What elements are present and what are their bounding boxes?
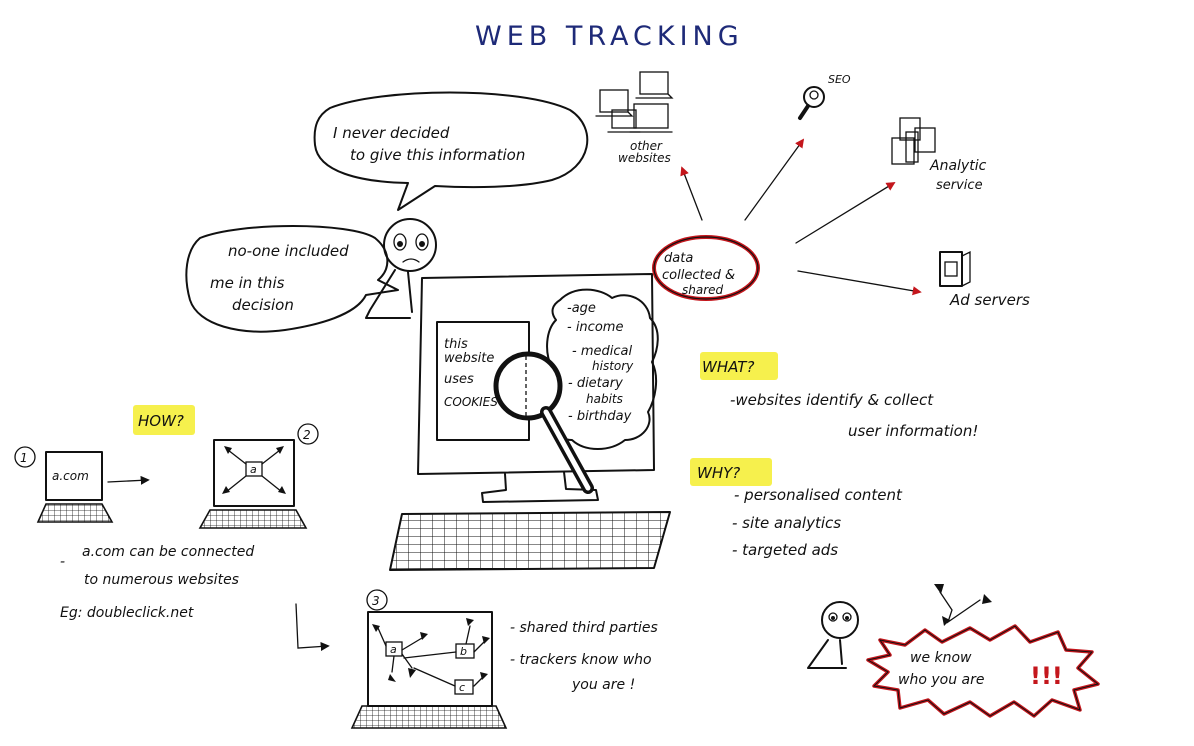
personal-data-income: - income xyxy=(567,320,623,335)
how-note-line-1: a.com can be connected xyxy=(82,544,254,560)
analytic-line-1: Analytic xyxy=(929,158,987,174)
speech-top-line-1: I never decided xyxy=(333,124,450,142)
how-note-line-3: Eg: doubleclick.net xyxy=(60,605,194,621)
personal-data-history: history xyxy=(592,359,634,373)
alarm-exclaim: !!! xyxy=(1030,662,1063,690)
speech-bubble-top: I never decided to give this information xyxy=(313,91,589,211)
why-item-2: - site analytics xyxy=(732,514,841,532)
shared-note-3: you are ! xyxy=(571,677,635,693)
keyboard xyxy=(389,511,671,571)
alarm-burst: we know who you are !!! xyxy=(866,624,1100,718)
how-label: HOW? xyxy=(138,412,184,430)
node-a: a xyxy=(390,643,397,656)
how-note-dash-1: - xyxy=(60,554,65,570)
arrow-to-websites xyxy=(680,166,703,221)
data-hub-line-1: data xyxy=(664,251,693,266)
step-1-site: a.com xyxy=(52,469,89,483)
why-label: WHY? xyxy=(697,464,740,482)
node-b: b xyxy=(460,645,467,658)
page-title: WEB TRACKING xyxy=(475,21,744,52)
step-2-number: 2 xyxy=(303,428,311,442)
other-websites-line-2: websites xyxy=(618,151,671,165)
analytic-service-boxes-icon: Analytic service xyxy=(891,117,987,193)
personal-data-cloud xyxy=(545,288,659,450)
what-line-2: user information! xyxy=(848,422,978,440)
arrow-to-ad-servers xyxy=(797,270,922,296)
computer-monitor: this website uses COOKIES -age - income … xyxy=(417,273,659,503)
cookie-panel-line-4: COOKIES xyxy=(444,395,498,409)
how-note-line-2: to numerous websites xyxy=(84,572,239,588)
step-2-node: a xyxy=(250,463,257,476)
speech-left-line-1: no-one included xyxy=(228,242,349,260)
personal-data-age: -age xyxy=(567,301,596,316)
what-section: WHAT? -websites identify & collect user … xyxy=(700,352,978,440)
what-highlight xyxy=(700,352,778,380)
cookie-panel-line-1: this xyxy=(444,337,468,352)
arrow-to-analytic xyxy=(795,182,896,244)
speech-top-line-2: to give this information xyxy=(350,146,525,164)
speech-left-line-3: decision xyxy=(232,296,294,314)
personal-data-habits: habits xyxy=(586,392,623,406)
seo-label: SEO xyxy=(828,73,851,86)
shared-note-2: - trackers know who xyxy=(510,652,652,668)
why-section: WHY? - personalised content - site analy… xyxy=(690,458,903,559)
step-3-number: 3 xyxy=(372,594,380,608)
other-websites-laptops-icon: other websites xyxy=(595,71,674,165)
cookie-panel-line-2: website xyxy=(444,351,494,366)
alarm-line-2: who you are xyxy=(898,672,984,688)
antenna-icon xyxy=(934,584,992,626)
speech-left-line-2: me in this xyxy=(210,274,285,292)
data-hub-line-3: shared xyxy=(682,283,724,297)
data-hub-line-2: collected & xyxy=(662,268,735,283)
analytic-line-2: service xyxy=(936,178,983,193)
alarm-line-1: we know xyxy=(910,650,972,666)
what-label: WHAT? xyxy=(702,358,754,376)
ad-server-icon: Ad servers xyxy=(939,250,1030,309)
personal-data-birthday: - birthday xyxy=(568,409,632,424)
ad-servers-label: Ad servers xyxy=(949,291,1030,309)
other-websites-line-1: other xyxy=(630,139,663,153)
sad-person-figure xyxy=(365,218,437,319)
cookie-panel-line-3: uses xyxy=(444,372,474,387)
arrow-to-seo xyxy=(744,138,805,221)
how-section: HOW? 1 a.com 2 a - a.com can be connecte… xyxy=(14,405,330,652)
why-highlight xyxy=(690,458,772,486)
seo-magnifier-icon: SEO xyxy=(798,73,851,120)
why-item-3: - targeted ads xyxy=(732,541,838,559)
what-line-1: -websites identify & collect xyxy=(730,391,934,409)
step-1-number: 1 xyxy=(20,451,28,465)
worried-person-figure xyxy=(807,601,859,669)
step-3-network: 3 a b c xyxy=(350,589,508,729)
how-highlight xyxy=(133,405,195,435)
data-hub: data collected & shared xyxy=(652,235,760,301)
personal-data-medical: - medical xyxy=(572,344,632,359)
speech-bubble-left: no-one included me in this decision xyxy=(185,225,399,333)
node-c: c xyxy=(459,681,465,694)
personal-data-dietary: - dietary xyxy=(568,376,623,391)
why-item-1: - personalised content xyxy=(734,486,903,504)
shared-note-1: - shared third parties xyxy=(510,620,658,636)
magnifier-icon xyxy=(493,351,594,494)
